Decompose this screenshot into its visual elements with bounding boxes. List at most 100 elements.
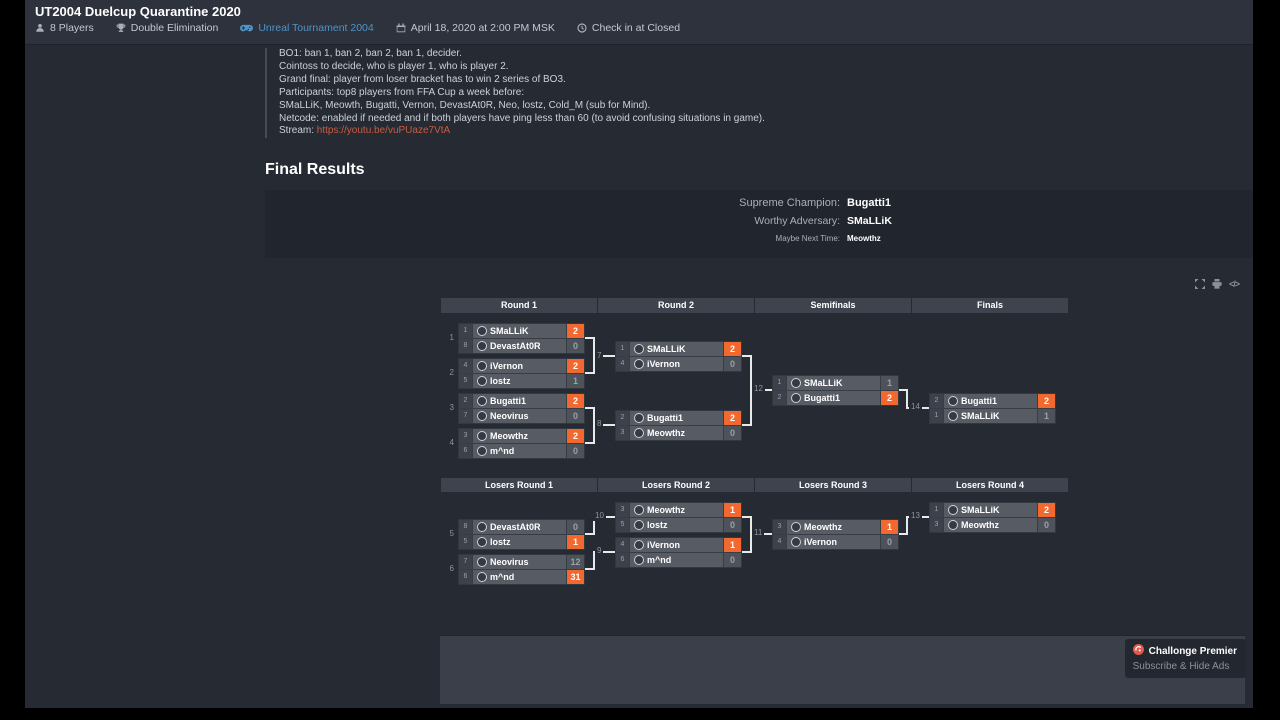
match-row: 8 DevastAt0R 0: [459, 520, 584, 534]
avatar: [477, 411, 487, 421]
calendar-icon: [396, 23, 406, 33]
avatar: [477, 557, 487, 567]
avatar: [477, 376, 487, 386]
avatar: [948, 411, 958, 421]
avatar: [477, 326, 487, 336]
result-row-adversary: Worthy Adversary: SMaLLiK: [265, 215, 1253, 227]
match-row: 7 Neovirus 0: [459, 409, 584, 423]
avatar: [634, 413, 644, 423]
match-number: 1: [449, 333, 454, 342]
score: 2: [1038, 503, 1055, 517]
format-label: Double Elimination: [116, 22, 219, 34]
match-l6[interactable]: 7 Neovirus 12 6 m^nd 31: [458, 554, 585, 585]
seed: 5: [459, 374, 472, 388]
game-link-label[interactable]: Unreal Tournament 2004: [258, 22, 374, 34]
match-l13[interactable]: 1 SMaLLiK 2 3 Meowthz 0: [929, 502, 1056, 533]
player-cell: DevastAt0R: [473, 339, 566, 353]
challonge-logo-icon: [1132, 644, 1144, 658]
player-cell: SMaLLiK: [473, 324, 566, 338]
player-name: lostz: [490, 537, 511, 547]
player-name: Meowthz: [647, 428, 685, 438]
player-name: Meowthz: [804, 522, 842, 532]
embed-code-icon[interactable]: </>: [1229, 279, 1240, 289]
bracket-connector: [583, 337, 593, 339]
match-row: 1 SMaLLiK 2: [616, 342, 741, 356]
player-cell: Meowthz: [944, 518, 1037, 532]
player-name: DevastAt0R: [490, 341, 541, 351]
player-name: lostz: [490, 376, 511, 386]
seed: 3: [616, 426, 629, 440]
match-row: 1 SMaLLiK 2: [930, 503, 1055, 517]
score: 0: [724, 518, 741, 532]
seed: 6: [459, 570, 472, 584]
seed: 1: [459, 324, 472, 338]
match-semifinal[interactable]: 1 SMaLLiK 1 2 Bugatti1 2: [772, 375, 899, 406]
match-row: 1 SMaLLiK 1: [773, 376, 898, 390]
match-l10[interactable]: 3 Meowthz 1 5 lostz 0: [615, 502, 742, 533]
player-cell: Meowthz: [630, 503, 723, 517]
score: 0: [724, 553, 741, 567]
avatar: [634, 428, 644, 438]
result-row-champion: Supreme Champion: Bugatti1: [265, 197, 1253, 209]
final-results-panel: Supreme Champion: Bugatti1 Worthy Advers…: [265, 190, 1253, 258]
match-row: 5 lostz 1: [459, 374, 584, 388]
match-w1[interactable]: 1 SMaLLiK 2 8 DevastAt0R 0: [458, 323, 585, 354]
score: 1: [567, 374, 584, 388]
description-line: Netcode: enabled if needed and if both p…: [279, 112, 765, 124]
player-name: iVernon: [647, 359, 681, 369]
challonge-premier-badge[interactable]: Challonge Premier Subscribe & Hide Ads: [1124, 639, 1246, 678]
match-row: 8 DevastAt0R 0: [459, 339, 584, 353]
player-name: Meowthz: [961, 520, 999, 530]
print-icon[interactable]: [1212, 279, 1222, 289]
match-number: 14: [909, 402, 922, 412]
score: 2: [724, 411, 741, 425]
match-row: 2 Bugatti1 2: [930, 394, 1055, 408]
player-cell: lostz: [473, 535, 566, 549]
player-cell: Meowthz: [473, 429, 566, 443]
player-cell: m^nd: [473, 444, 566, 458]
format-text: Double Elimination: [130, 22, 219, 34]
match-row: 6 m^nd 0: [616, 553, 741, 567]
description-line: BO1: ban 1, ban 2, ban 2, ban 1, decider…: [279, 48, 462, 59]
game-link[interactable]: Unreal Tournament 2004: [240, 22, 374, 34]
stream-label: Stream:: [279, 125, 315, 137]
match-row: 4 iVernon 2: [459, 359, 584, 373]
avatar: [477, 537, 487, 547]
fullscreen-icon[interactable]: [1195, 279, 1205, 289]
score: 0: [567, 520, 584, 534]
match-w3[interactable]: 2 Bugatti1 2 7 Neovirus 0: [458, 393, 585, 424]
match-w7[interactable]: 1 SMaLLiK 2 4 iVernon 0: [615, 341, 742, 372]
match-w2[interactable]: 4 iVernon 2 5 lostz 1: [458, 358, 585, 389]
seed: 1: [930, 409, 943, 423]
bracket-connector: [906, 516, 908, 535]
score: 2: [881, 391, 898, 405]
bracket-connector: [583, 407, 593, 409]
player-cell: lostz: [630, 518, 723, 532]
player-name: SMaLLiK: [804, 378, 843, 388]
match-number: 12: [752, 384, 765, 394]
player-name: lostz: [647, 520, 668, 530]
player-cell: Bugatti1: [473, 394, 566, 408]
match-l5[interactable]: 8 DevastAt0R 0 5 lostz 1: [458, 519, 585, 550]
premier-badge-subtitle[interactable]: Subscribe & Hide Ads: [1132, 661, 1230, 672]
bracket-connector: [740, 516, 750, 518]
seed: 4: [459, 359, 472, 373]
match-l11[interactable]: 3 Meowthz 1 4 iVernon 0: [772, 519, 899, 550]
stream-link[interactable]: https://youtu.be/vuPUaze7VtA: [316, 125, 451, 137]
score: 1: [881, 376, 898, 390]
avatar: [634, 359, 644, 369]
avatar: [477, 341, 487, 351]
match-final[interactable]: 2 Bugatti1 2 1 SMaLLiK 1: [929, 393, 1056, 424]
seed: 4: [616, 538, 629, 552]
match-w8[interactable]: 2 Bugatti1 2 3 Meowthz 0: [615, 410, 742, 441]
seed: 4: [773, 535, 786, 549]
bracket-toolbar: </>: [1195, 279, 1240, 289]
score: 1: [724, 538, 741, 552]
match-w4[interactable]: 3 Meowthz 2 6 m^nd 0: [458, 428, 585, 459]
seed: 3: [930, 518, 943, 532]
seed: 7: [459, 555, 472, 569]
match-number: 4: [449, 438, 454, 447]
avatar: [477, 361, 487, 371]
result-value: SMaLLiK: [847, 215, 892, 227]
match-l9[interactable]: 4 iVernon 1 6 m^nd 0: [615, 537, 742, 568]
